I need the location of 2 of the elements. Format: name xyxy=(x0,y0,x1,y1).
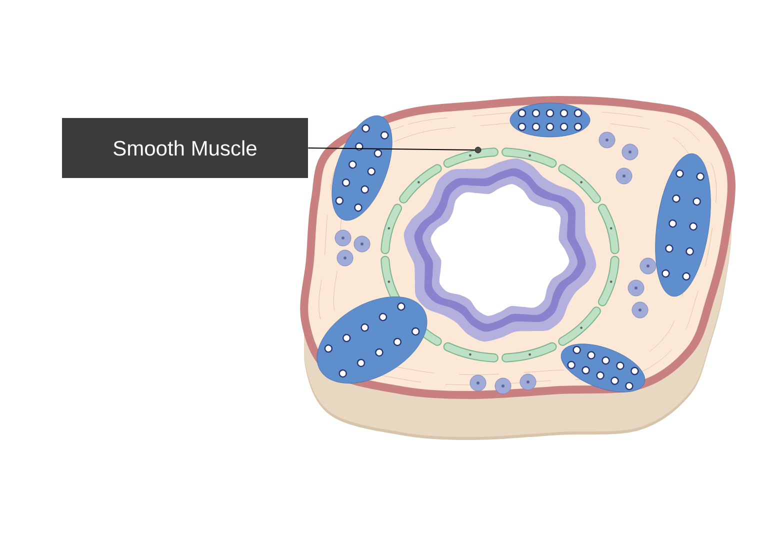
leader-line xyxy=(308,148,476,150)
label-box: Smooth Muscle xyxy=(62,118,308,178)
